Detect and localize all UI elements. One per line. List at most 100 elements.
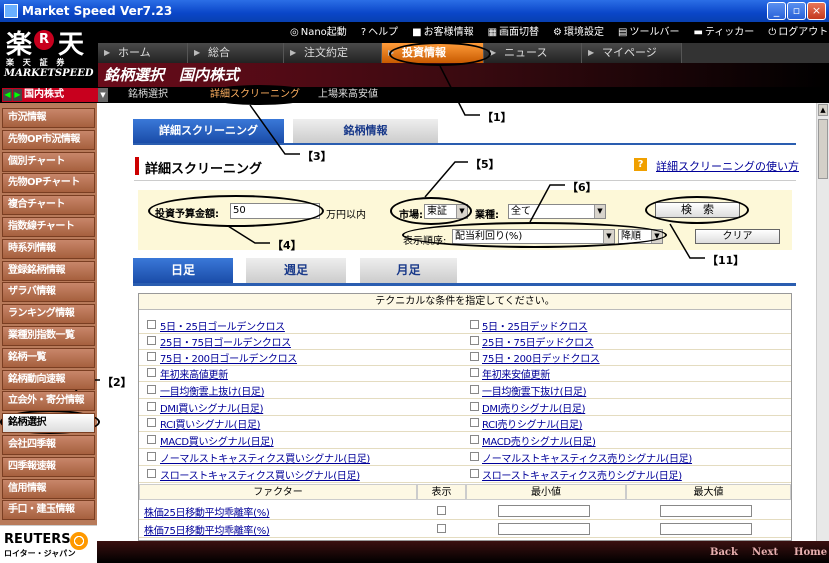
condition-link[interactable]: 一目均衡雲下抜け(日足) [482,387,587,398]
sidebar-item[interactable]: ザラバ情報 [2,282,95,303]
condition-checkbox[interactable] [470,368,479,377]
factor-min-input[interactable] [498,505,590,517]
condition-link[interactable]: 75日・200日ゴールデンクロス [160,354,298,365]
condition-checkbox[interactable] [470,385,479,394]
clear-button[interactable]: クリア [695,229,780,244]
sidebar-item[interactable]: 会社四季報 [2,435,95,455]
sidebar-item[interactable]: 時系列情報 [2,238,95,259]
condition-checkbox[interactable] [147,320,156,329]
sidebar-item[interactable]: 登録銘柄情報 [2,260,95,281]
condition-checkbox[interactable] [147,469,156,478]
condition-link[interactable]: DMI買いシグナル(日足) [160,404,264,415]
condition-link[interactable]: 25日・75日ゴールデンクロス [160,338,291,349]
next-link[interactable]: Next [752,547,779,558]
condition-link[interactable]: 75日・200日デッドクロス [482,354,600,365]
toolbar-item[interactable]: ⏻ログアウト [768,24,828,42]
sidebar-item[interactable]: 銘柄動向速報 [2,369,95,390]
sidebar-item[interactable]: 先物OPチャート [2,173,95,194]
tab-stock-info[interactable]: 銘柄情報 [293,119,438,143]
sidebar-item[interactable]: 立会外・寄分情報 [2,391,95,412]
help-icon[interactable]: ? [634,158,647,171]
sub-nav-tab[interactable]: 詳細スクリーニング [210,88,300,102]
sidebar-item[interactable]: 先物OP市況情報 [2,129,95,150]
condition-link[interactable]: MACD売りシグナル(日足) [482,437,596,448]
condition-link[interactable]: RCI買いシグナル(日足) [160,420,261,431]
condition-checkbox[interactable] [470,402,479,411]
condition-checkbox[interactable] [470,418,479,427]
sidebar-item[interactable]: 市況情報 [2,108,95,128]
condition-checkbox[interactable] [147,352,156,361]
condition-link[interactable]: ノーマルストキャスティクス買いシグナル(日足) [160,454,371,465]
condition-link[interactable]: スローストキャスティクス買いシグナル(日足) [160,471,360,482]
main-nav-tab[interactable]: ▶マイページ [582,43,682,63]
factor-link[interactable]: 株価25日移動平均乖離率(%) [144,508,270,519]
factor-link[interactable]: 株価75日移動平均乖離率(%) [144,526,270,537]
main-nav-tab[interactable]: ▶注文約定 [284,43,382,63]
condition-link[interactable]: DMI売りシグナル(日足) [482,404,586,415]
chevron-down-icon[interactable]: ▼ [98,88,108,102]
factor-max-input[interactable] [660,523,752,535]
condition-checkbox[interactable] [147,418,156,427]
industry-select[interactable]: 全て▼ [508,204,606,219]
condition-link[interactable]: ノーマルストキャスティクス売りシグナル(日足) [482,454,693,465]
minimize-button[interactable]: _ [767,2,786,20]
condition-link[interactable]: 5日・25日ゴールデンクロス [160,322,285,333]
condition-checkbox[interactable] [470,452,479,461]
close-button[interactable]: × [807,2,826,20]
condition-link[interactable]: 5日・25日デッドクロス [482,322,588,333]
condition-checkbox[interactable] [470,336,479,345]
scroll-thumb[interactable] [818,119,828,179]
toolbar-item[interactable]: ▤ツールバー [618,24,679,42]
sidebar-item[interactable]: 指数線チャート [2,217,95,237]
sub-nav-tab[interactable]: 上場来高安値 [318,88,378,102]
condition-link[interactable]: MACD買いシグナル(日足) [160,437,274,448]
condition-checkbox[interactable] [147,368,156,377]
toolbar-item[interactable]: ◎Nano起動 [290,24,347,42]
condition-link[interactable]: 25日・75日デッドクロス [482,338,594,349]
condition-checkbox[interactable] [470,435,479,444]
sidebar-item[interactable]: 個別チャート [2,151,95,172]
condition-checkbox[interactable] [147,435,156,444]
tab-weekly[interactable]: 週足 [246,258,346,283]
vertical-scrollbar[interactable]: ▲ [816,103,829,541]
condition-link[interactable]: 一目均衡雲上抜け(日足) [160,387,265,398]
condition-checkbox[interactable] [147,336,156,345]
toolbar-item[interactable]: ▬ティッカー [693,24,754,42]
tab-detail-screening[interactable]: 詳細スクリーニング [133,119,284,143]
toolbar-item[interactable]: ?ヘルプ [361,24,398,42]
condition-checkbox[interactable] [147,385,156,394]
back-link[interactable]: Back [710,547,738,558]
sidebar-item[interactable]: 業種別指数一覧 [2,326,95,346]
sidebar-item[interactable]: ランキング情報 [2,304,95,325]
main-nav-tab[interactable]: ▶ニュース [484,43,582,63]
condition-link[interactable]: スローストキャスティクス売りシグナル(日足) [482,471,682,482]
sidebar-item[interactable]: 複合チャート [2,195,95,216]
market-selector[interactable]: ◀ ▶ 国内株式 ▼ [2,88,108,102]
condition-checkbox[interactable] [470,320,479,329]
sidebar-item[interactable]: 手口・建玉情報 [2,500,95,521]
factor-min-input[interactable] [498,523,590,535]
condition-checkbox[interactable] [147,452,156,461]
condition-checkbox[interactable] [470,352,479,361]
toolbar-item[interactable]: ■お客様情報 [412,24,473,42]
sidebar-item[interactable]: 銘柄選択 [2,413,95,434]
sidebar-item[interactable]: 四季報速報 [2,456,95,477]
next-arrow-icon[interactable]: ▶ [13,89,22,101]
condition-link[interactable]: 年初来高値更新 [160,370,228,381]
factor-max-input[interactable] [660,505,752,517]
sub-nav-tab[interactable]: 銘柄選択 [128,88,168,102]
main-nav-tab[interactable]: ▶ホーム [98,43,188,63]
screening-help-link[interactable]: 詳細スクリーニングの使い方 [656,160,799,173]
scroll-up-icon[interactable]: ▲ [818,104,828,116]
tab-monthly[interactable]: 月足 [360,258,457,283]
factor-display-checkbox[interactable] [437,506,446,515]
condition-checkbox[interactable] [147,402,156,411]
factor-display-checkbox[interactable] [437,524,446,533]
sidebar-item[interactable]: 信用情報 [2,478,95,499]
condition-checkbox[interactable] [470,469,479,478]
sidebar-item[interactable]: 銘柄一覧 [2,347,95,368]
toolbar-item[interactable]: ▦画面切替 [488,24,539,42]
toolbar-item[interactable]: ⚙環境設定 [553,24,604,42]
prev-arrow-icon[interactable]: ◀ [3,89,12,101]
condition-link[interactable]: 年初来安値更新 [482,370,550,381]
